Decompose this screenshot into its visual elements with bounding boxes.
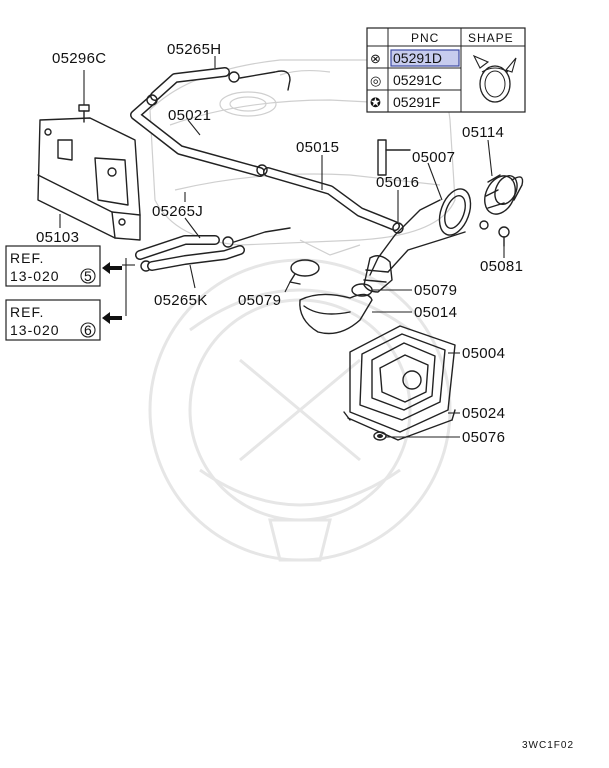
callout-05103[interactable]: 05103 [36, 229, 79, 246]
callout-05114[interactable]: 05114 [462, 124, 504, 141]
callout-05296C[interactable]: 05296C [52, 50, 106, 67]
filler-hose-05014 [299, 255, 393, 335]
heat-shield-05103 [37, 117, 141, 241]
callout-05014[interactable]: 05014 [414, 304, 457, 321]
pipe-05016 [377, 139, 411, 222]
callout-05081[interactable]: 05081 [480, 258, 523, 275]
label-leaders [59, 56, 443, 316]
callout-05265H[interactable]: 05265H [167, 41, 221, 58]
hose-05265K [147, 245, 245, 271]
callout-05265J[interactable]: 05265J [152, 203, 203, 220]
callout-05016[interactable]: 05016 [376, 174, 419, 191]
hose-05015 [263, 167, 400, 231]
callout-05079-upper[interactable]: 05079 [414, 282, 457, 299]
ref-box-1[interactable]: REF. 13-020 5 [5, 245, 101, 287]
ref-1-line1: REF. [10, 250, 44, 266]
hose-05265J [135, 227, 291, 260]
breather-hose-05021 [130, 95, 265, 177]
ref-box-2[interactable]: REF. 13-020 6 [5, 299, 101, 341]
legend-row-1-highlight [390, 49, 460, 67]
hose-05265H [150, 67, 291, 101]
callout-05024[interactable]: 05024 [462, 405, 505, 422]
ref-2-circled: 6 [84, 322, 93, 338]
legend-row-1-code[interactable]: 05291D [393, 50, 442, 66]
legend-row-3-symbol: ✪ [370, 95, 381, 110]
callout-05004[interactable]: 05004 [462, 345, 505, 362]
callout-05015[interactable]: 05015 [296, 139, 339, 156]
ref-1-circled: 5 [84, 268, 93, 284]
clamp-legend-table: PNC SHAPE ⊗ 05291D ◎ 05291C ✪ 05291F [366, 27, 526, 113]
legend-row-1-symbol: ⊗ [370, 51, 381, 66]
ref-arrow-1 [102, 262, 122, 274]
legend-header-shape: SHAPE [468, 31, 514, 45]
callout-05079-lower[interactable]: 05079 [238, 292, 281, 309]
ref-2-line1: REF. [10, 304, 44, 320]
bolt-05296C [78, 70, 90, 123]
callout-05265K[interactable]: 05265K [154, 292, 208, 309]
legend-header-pnc: PNC [411, 31, 439, 45]
gasket-05024 [343, 409, 460, 441]
diagram-code: 3WC1F02 [522, 740, 574, 751]
part-labels: 05296C 05265H 05021 05015 05007 05114 05… [36, 41, 523, 446]
hose-clamps [140, 71, 404, 272]
hose-clamp-05079-upper [351, 283, 412, 297]
callout-05007[interactable]: 05007 [412, 149, 455, 166]
grommet-05076 [373, 431, 460, 441]
legend-row-2-symbol: ◎ [370, 73, 381, 88]
screw-05081 [498, 226, 510, 258]
clamp-shape-illustration [472, 54, 517, 103]
ref-2-line2: 13-020 [10, 322, 60, 338]
legend-row-3-code[interactable]: 05291F [393, 94, 440, 110]
fuel-cap-05114 [484, 139, 524, 215]
hose-clamp-05079-lower [284, 259, 320, 293]
filler-neck-05007 [369, 188, 489, 276]
ref-1-line2: 13-020 [10, 268, 60, 284]
callout-05021[interactable]: 05021 [168, 107, 211, 124]
ref-arrow-2 [102, 312, 122, 324]
legend-row-2-code[interactable]: 05291C [393, 72, 442, 88]
filler-housing-05004 [349, 325, 460, 433]
callout-05076[interactable]: 05076 [462, 429, 505, 446]
